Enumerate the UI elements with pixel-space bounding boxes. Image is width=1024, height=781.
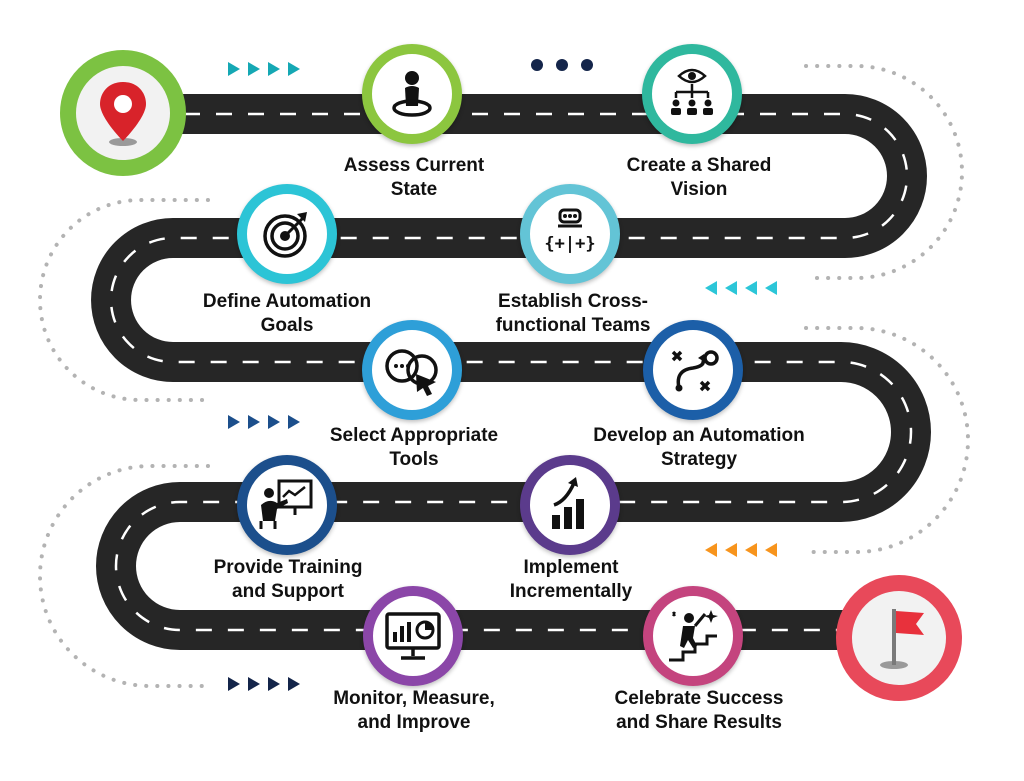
step-label-line: State	[390, 179, 438, 200]
step-label-line: Goals	[260, 315, 314, 336]
chat-cursor-icon	[385, 349, 438, 396]
decorative-arrows	[228, 59, 777, 691]
milestone-assess-current-state	[362, 44, 462, 144]
step-label-line: Incrementally	[509, 581, 633, 602]
svg-text:{+|+}: {+|+}	[544, 234, 595, 254]
milestone-select-appropriate-tools	[362, 320, 462, 420]
arrows-right-top	[228, 62, 300, 76]
milestone-establish-cross-functional-teams: {+|+}	[520, 184, 620, 284]
monitor-dashboard-icon	[385, 612, 441, 660]
dots-top-center	[531, 59, 593, 71]
finish-marker	[836, 575, 962, 701]
map-pin-icon	[100, 82, 146, 146]
step-label-line: Vision	[670, 179, 728, 200]
team-gear-icon: {+|+}	[544, 208, 596, 254]
step-label-teams: Establish Cross-functional Teams	[453, 290, 693, 338]
step-label-training: Provide Training and Support	[168, 556, 408, 604]
step-label-line: Tools	[389, 449, 439, 470]
milestone-monitor-measure-improve	[363, 586, 463, 686]
strategy-play-icon	[671, 350, 719, 392]
dotted-line-right-middle	[804, 326, 970, 554]
growth-chart-icon	[552, 477, 584, 529]
finish-flag-icon	[880, 609, 924, 669]
eye-hierarchy-icon	[671, 68, 713, 115]
road-center-dashes	[109, 112, 913, 632]
milestone-develop-automation-strategy	[643, 320, 743, 420]
arrows-right-middle	[228, 415, 300, 429]
target-icon	[263, 212, 307, 258]
user-location-icon	[392, 71, 432, 117]
arrows-left-upper	[705, 281, 777, 295]
step-label-line: Develop an Automation	[593, 425, 805, 446]
step-label-line: Define Automation	[202, 291, 372, 312]
dotted-line-left-lower	[38, 464, 210, 688]
step-label-line: Monitor, Measure,	[333, 688, 495, 709]
step-label-line: Establish Cross-	[498, 291, 648, 312]
start-marker	[60, 50, 186, 176]
stairs-success-icon	[669, 610, 718, 662]
step-label-line: Implement	[523, 557, 619, 578]
step-label-line: and Support	[232, 581, 344, 602]
dotted-line-left-upper	[38, 198, 210, 402]
step-label-line: and Improve	[357, 712, 471, 733]
step-label-line: Select Appropriate	[329, 425, 499, 446]
step-label-monitor: Monitor, Measure, and Improve	[294, 687, 534, 735]
milestone-celebrate-success	[643, 586, 743, 686]
step-label-celebrate: Celebrate Success and Share Results	[564, 687, 834, 735]
step-label-line: Assess Current	[343, 155, 485, 176]
step-label-line: Celebrate Success	[614, 688, 784, 709]
presenter-board-icon	[259, 479, 313, 529]
milestone-implement-incrementally	[520, 455, 620, 555]
step-label-line: functional Teams	[495, 315, 651, 336]
milestone-define-automation-goals	[237, 184, 337, 284]
dotted-edge-lines	[38, 64, 970, 688]
arrows-left-lower	[705, 543, 777, 557]
step-label-line: Provide Training	[213, 557, 363, 578]
milestone-create-shared-vision	[642, 44, 742, 144]
milestone-provide-training-support	[237, 455, 337, 555]
step-label-line: and Share Results	[616, 712, 782, 733]
arrows-right-bottom	[228, 677, 300, 691]
step-label-line: Strategy	[660, 449, 738, 470]
step-label-line: Create a Shared	[626, 155, 772, 176]
